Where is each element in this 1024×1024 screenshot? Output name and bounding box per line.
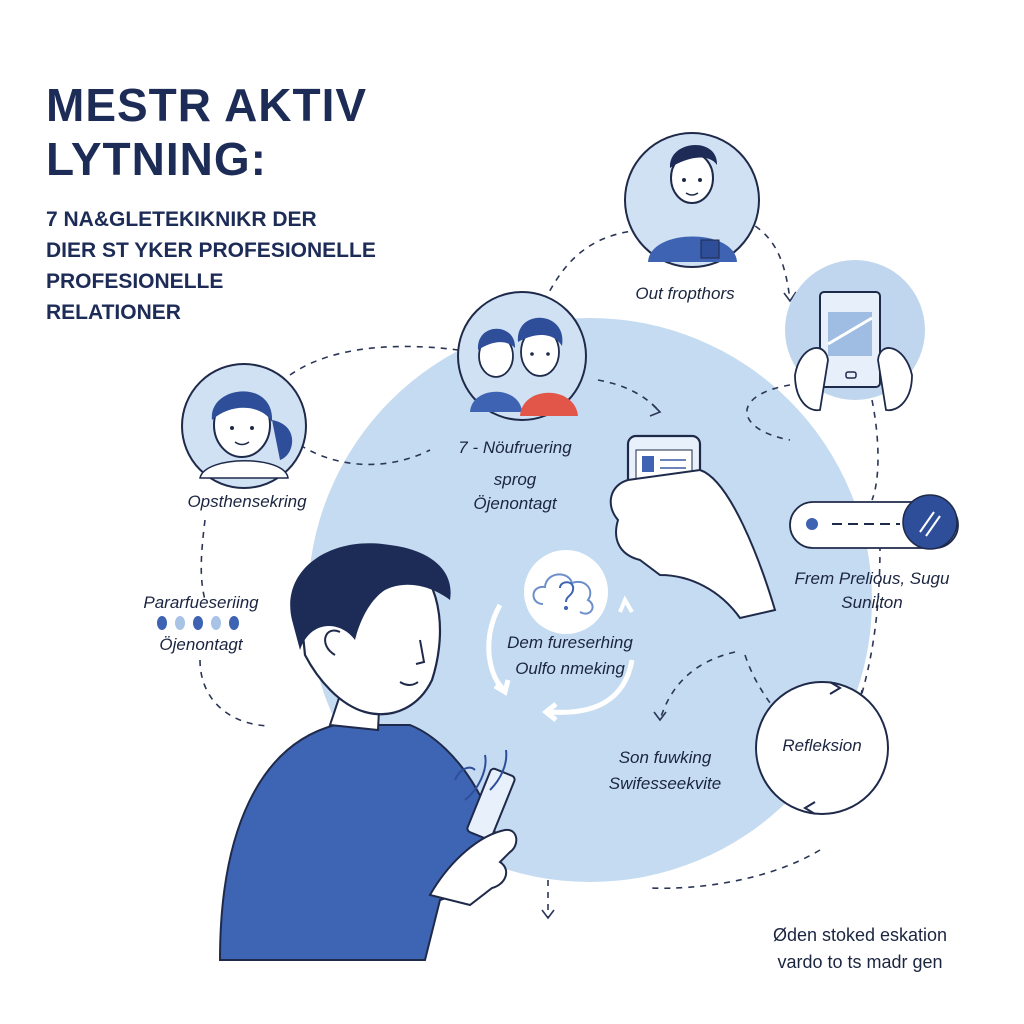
label-bottom-center-line-2: Swifesseekvite: [608, 774, 722, 793]
label-center-line-2: Oulfo nmeking: [515, 659, 625, 678]
toggle-switch-icon: [789, 494, 959, 550]
woman-icon: [181, 363, 307, 489]
subtitle-line-4: RELATIONER: [46, 301, 181, 324]
label-pair-line-2: sprog: [493, 470, 537, 489]
title-line-2: LYTNING:: [46, 133, 267, 185]
speech-cloud-icon: [524, 550, 608, 634]
cycle-arrow-icon: [755, 681, 889, 815]
label-bottom-center-line-1: Son fuwking: [618, 748, 712, 767]
title-line-1: MESTR AKTIV: [46, 79, 368, 131]
label-pair-line-1: 7 - Nöufruering: [458, 438, 572, 457]
footer-caption: Øden stoked eskation vardo to ts madr ge…: [755, 922, 965, 976]
label-left-mid-1: Pararfueseriing: [143, 593, 259, 612]
tablet-hand-icon: [785, 260, 925, 411]
page-subtitle: 7 NA&GLETEKIKNIKR DER DIER ST YKER PROFE…: [46, 204, 446, 328]
label-pair-line-3: Öjenontagt: [473, 494, 557, 513]
label-right-mid-line-1: Frem Prelious, Sugu: [794, 569, 950, 588]
subtitle-line-1: 7 NA&GLETEKIKNIKR DER: [46, 208, 317, 231]
label-pair: 7 - Nöufruering sprog Öjenontagt: [430, 436, 600, 516]
subtitle-line-2: DIER ST YKER PROFESIONELLE: [46, 239, 376, 262]
label-right-mid: Frem Prelious, Sugu Suniiton: [772, 567, 972, 615]
footer-line-2: vardo to ts madr gen: [777, 952, 943, 972]
label-center-line-1: Dem fureserhing: [507, 633, 633, 652]
label-center: Dem fureserhing Oulfo nmeking: [480, 630, 660, 682]
page-title: MESTR AKTIV LYTNING:: [46, 78, 466, 186]
label-reflection: Refleksion: [782, 736, 862, 755]
label-left-person: Opsthensekring: [187, 492, 307, 511]
center-cycle-arrows: [486, 595, 635, 722]
man-with-phone-icon: [218, 543, 518, 961]
couple-icon: [457, 291, 587, 421]
label-right-mid-line-2: Suniiton: [841, 593, 903, 612]
top-person-icon: [624, 132, 760, 268]
label-left-mid-2: Öjenontagt: [159, 635, 243, 654]
footer-line-1: Øden stoked eskation: [772, 925, 948, 945]
subtitle-line-3: PROFESIONELLE: [46, 270, 224, 293]
label-bottom-center: Son fuwking Swifesseekvite: [590, 745, 740, 797]
phone-hand-icon: [609, 434, 777, 620]
label-top-person: Out fropthors: [635, 284, 735, 303]
dot-row: [157, 616, 239, 630]
